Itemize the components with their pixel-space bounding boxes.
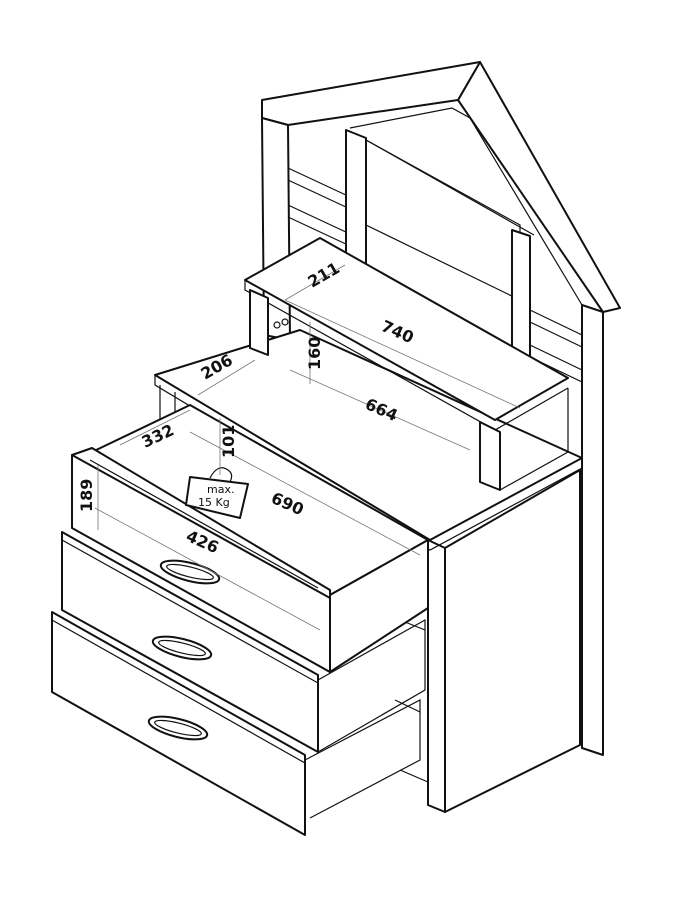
left-upright	[345, 129, 367, 269]
back-panel	[345, 129, 535, 363]
roof-right-slope	[457, 61, 621, 313]
cabinet-leg	[427, 539, 446, 813]
drawer-top-front	[71, 454, 331, 673]
weight-tag: max. 15 Kg	[185, 467, 249, 519]
drawer-middle-handle[interactable]	[151, 632, 214, 664]
dimension-lines	[94, 264, 521, 631]
dim-189: 189	[77, 479, 96, 512]
dim-101: 101	[219, 425, 238, 458]
drawer-bottom	[51, 611, 421, 836]
drawer-top-handle[interactable]	[159, 556, 222, 588]
weight-tag-icon	[185, 476, 249, 519]
shelf-top	[244, 237, 569, 421]
cabinet-body	[154, 329, 583, 813]
dimension-labels: 211 740 160 206 664 332 101 690 189 426	[77, 258, 417, 557]
weight-tag-line1: max.	[207, 483, 234, 496]
drawer-middle	[61, 531, 426, 753]
drawer-bottom-handle[interactable]	[147, 712, 210, 744]
right-post	[581, 304, 604, 756]
roof-inner-line	[349, 107, 583, 306]
roof-frame	[261, 61, 621, 756]
right-upright	[511, 229, 531, 363]
dim-160: 160	[305, 337, 324, 370]
upper-shelf	[244, 237, 569, 491]
roof-left-slope	[261, 61, 481, 126]
weight-tag-line2: 15 Kg	[198, 496, 230, 509]
drawer-top-open	[71, 404, 429, 673]
